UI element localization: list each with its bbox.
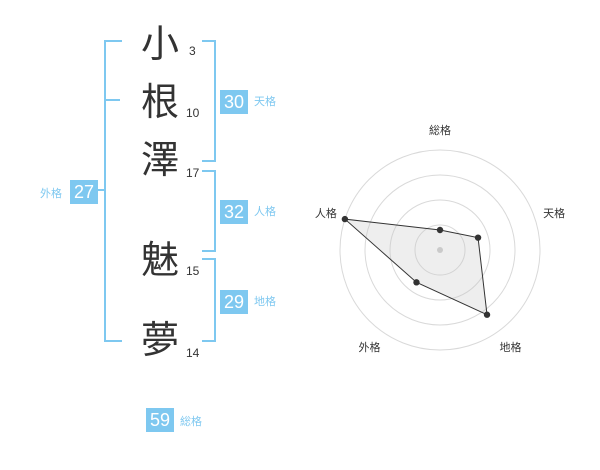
name-char-1: 小 xyxy=(140,22,179,66)
soukaku-label: 総格 xyxy=(180,415,202,428)
tenkaku-score: 30 xyxy=(220,90,248,114)
stroke-count-3: 17 xyxy=(186,166,200,180)
radar-point-1 xyxy=(436,226,444,234)
radar-point-2 xyxy=(474,234,482,241)
radar-point-5 xyxy=(341,215,349,223)
tenkaku-label: 天格 xyxy=(254,95,276,108)
gaikaku-bracket-connector xyxy=(96,189,105,191)
stroke-count-2: 10 xyxy=(186,106,200,120)
jinkaku-bracket xyxy=(202,170,216,252)
name-char-2: 根 xyxy=(140,80,179,124)
stroke-count-4: 15 xyxy=(186,264,200,278)
gaikaku-label: 外格 xyxy=(40,187,62,200)
chikaku-bracket xyxy=(202,258,216,342)
chikaku-label: 地格 xyxy=(254,295,276,308)
name-char-4: 魅 xyxy=(140,238,179,282)
jinkaku-score: 32 xyxy=(220,200,248,224)
stroke-count-5: 14 xyxy=(186,346,200,360)
radar-axis-label-2: 天格 xyxy=(543,206,565,220)
radar-ring-4 xyxy=(339,149,541,351)
soukaku-score: 59 xyxy=(146,408,174,432)
gaikaku-bracket xyxy=(104,40,122,342)
stroke-count-1: 3 xyxy=(189,44,196,58)
radar-axis-label-3: 地格 xyxy=(500,340,522,354)
radar-axis-label-1: 総格 xyxy=(429,123,451,137)
gaikaku-score: 27 xyxy=(70,180,98,204)
radar-center-dot xyxy=(437,247,443,253)
tenkaku-bracket xyxy=(202,40,216,162)
radar-ring-3 xyxy=(364,174,516,326)
jinkaku-label: 人格 xyxy=(254,205,276,218)
chikaku-score: 29 xyxy=(220,290,248,314)
radar-value-area xyxy=(343,218,488,316)
radar-point-4 xyxy=(413,279,420,286)
radar-point-3 xyxy=(483,311,491,318)
radar-axis-label-4: 外格 xyxy=(358,340,380,354)
radar-ring-2 xyxy=(389,199,491,301)
name-char-3: 澤 xyxy=(140,138,179,182)
radar-axis-label-5: 人格 xyxy=(315,206,337,220)
radar-ring-1 xyxy=(414,224,466,276)
gaikaku-bracket-tick xyxy=(104,99,120,101)
name-char-5: 夢 xyxy=(140,318,179,362)
